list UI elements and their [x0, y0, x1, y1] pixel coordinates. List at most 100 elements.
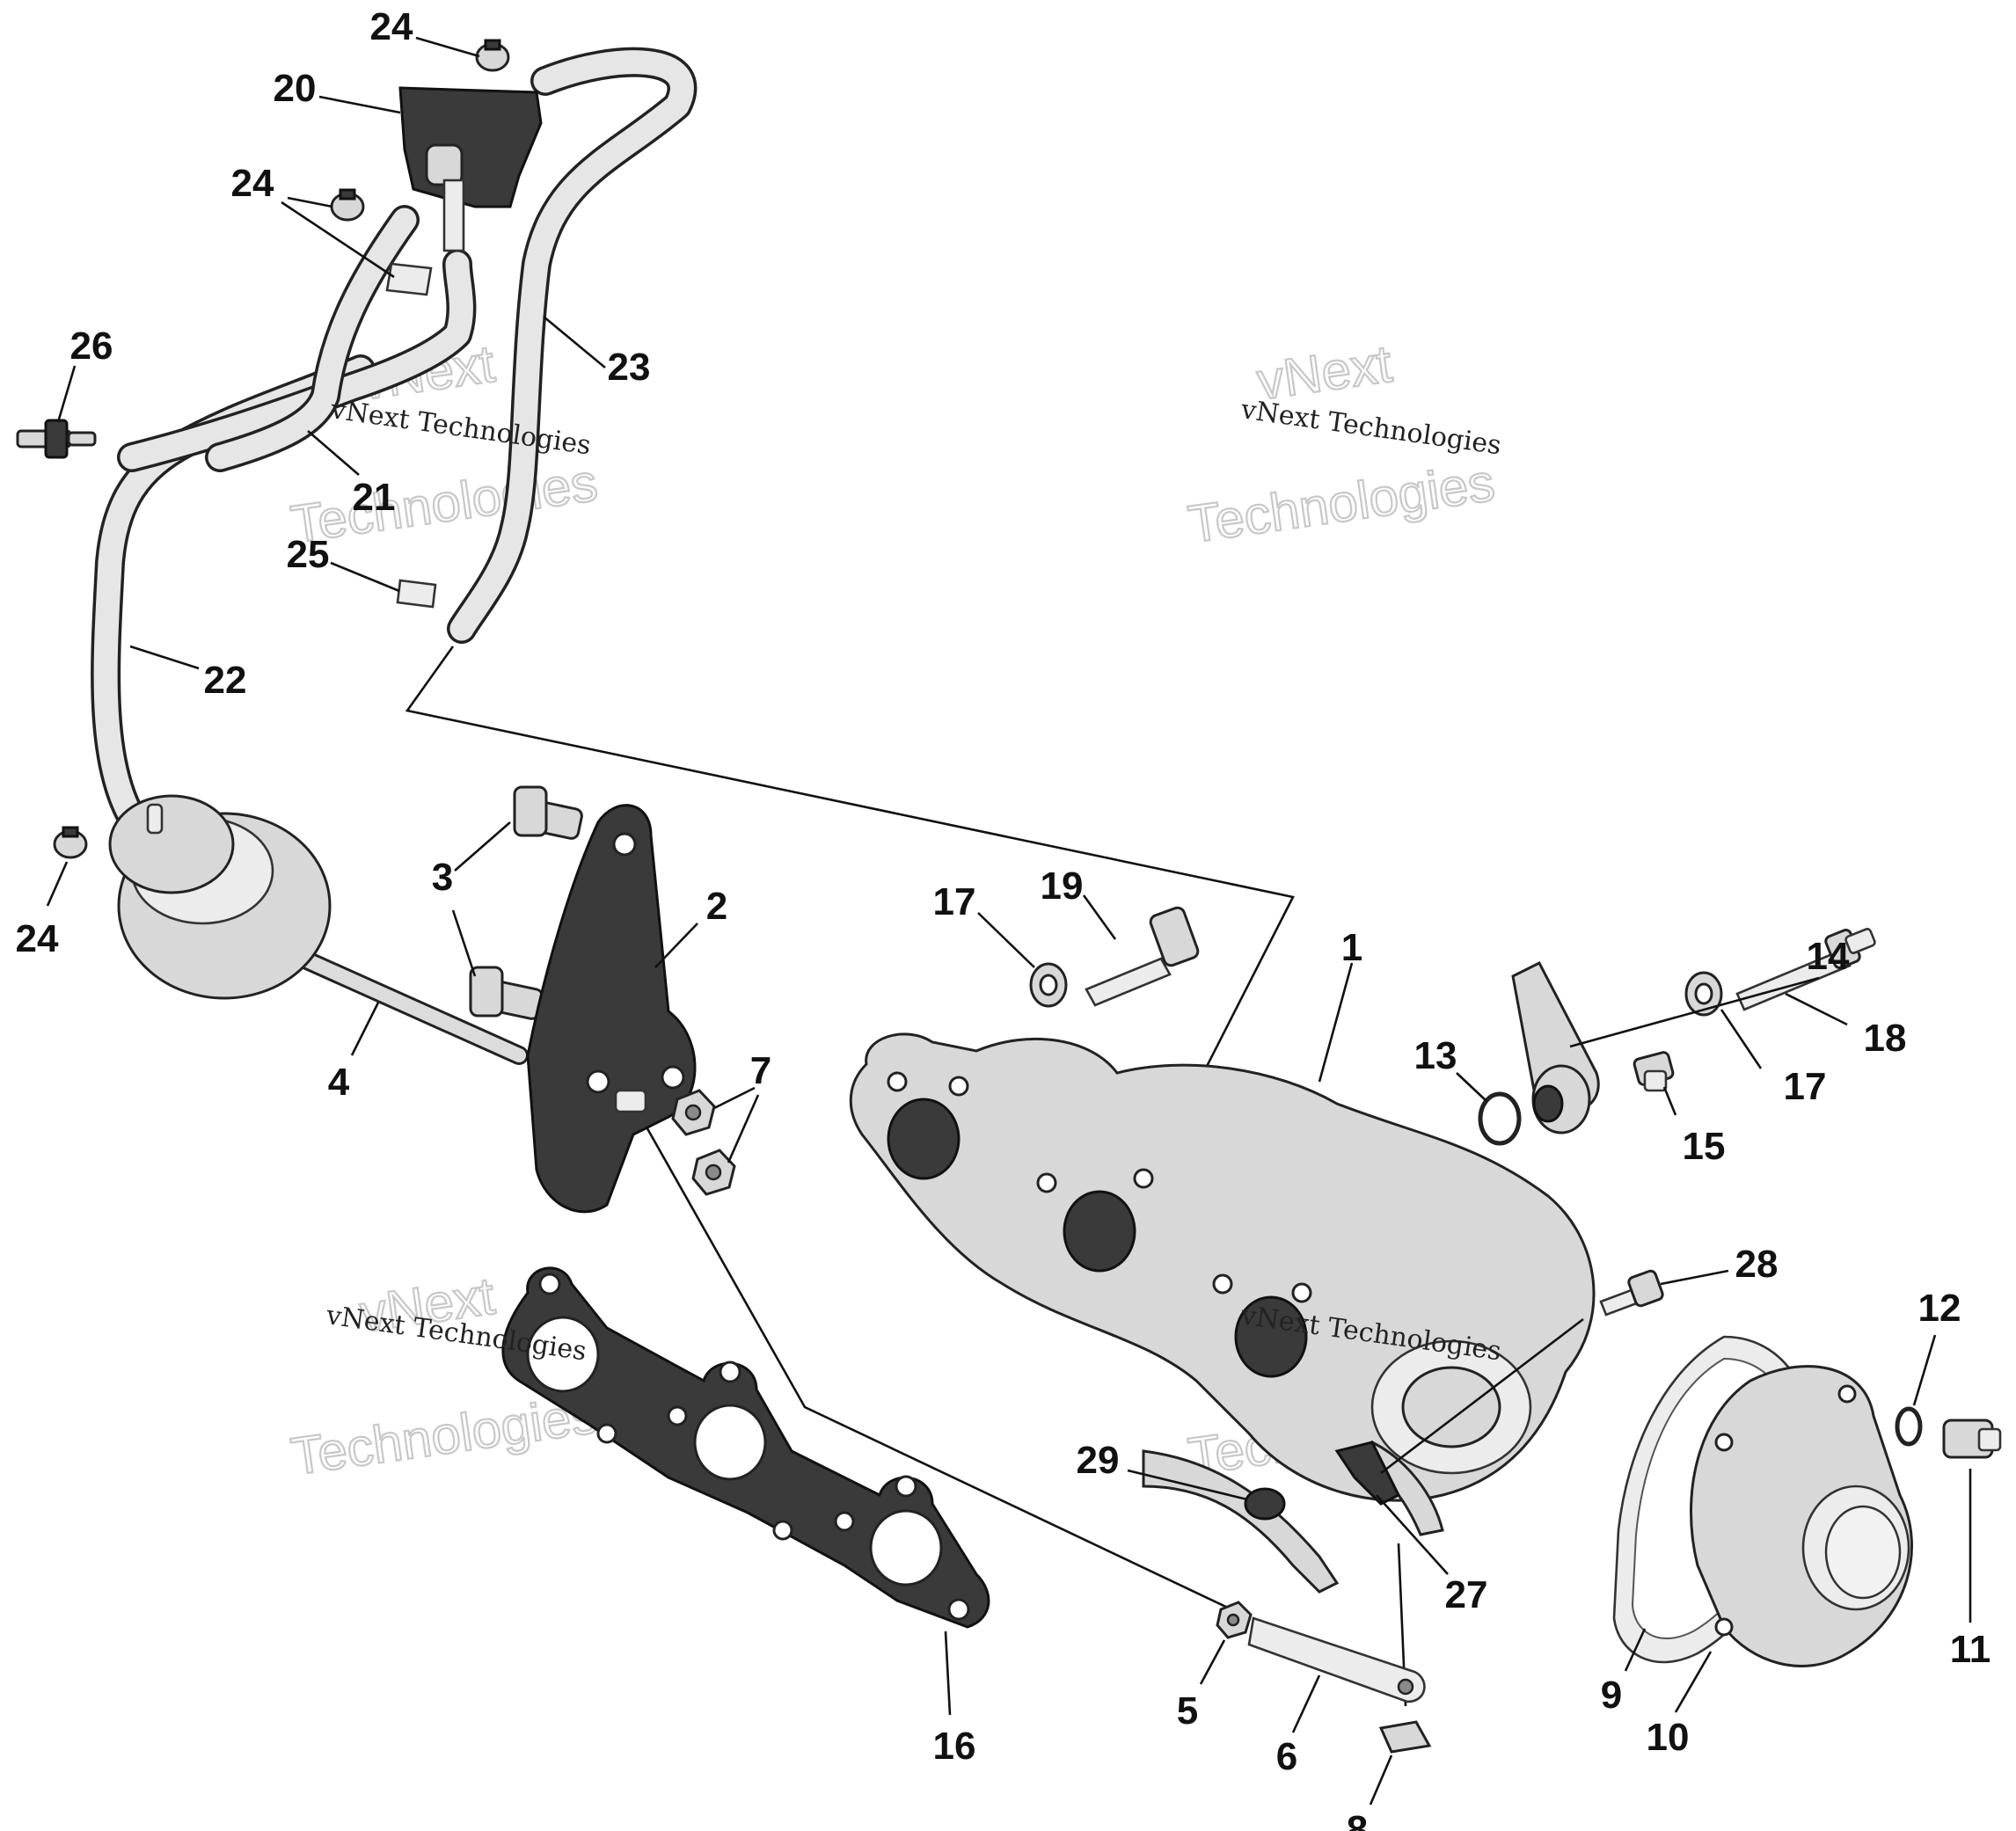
- plug-11: [1942, 1419, 2002, 1459]
- elbow-fitting-14: [1511, 960, 1600, 1134]
- callout-9: 9: [1601, 1674, 1622, 1717]
- leader-8: [1369, 1754, 1393, 1805]
- clamp-24-top: [475, 39, 510, 72]
- washer-17-right: [1684, 971, 1723, 1017]
- leader-16: [944, 1630, 952, 1716]
- leader-24-upper-a: [287, 196, 333, 208]
- watermark-text: vNext Technologies: [1238, 394, 1503, 461]
- leader-10: [1674, 1651, 1713, 1713]
- gasket-port: [693, 1404, 767, 1481]
- leader-24-lower: [46, 861, 69, 907]
- manifold-port-2: [1063, 1190, 1136, 1273]
- leader-18: [1785, 992, 1848, 1026]
- leader-24-top: [415, 36, 480, 58]
- leader-25: [330, 561, 400, 593]
- outlet-adapter-10: [1690, 1365, 1913, 1667]
- callout-25: 25: [287, 533, 330, 576]
- callout-24-upper: 24: [231, 162, 274, 205]
- leader-26: [56, 365, 77, 423]
- bracket-27: [1334, 1441, 1401, 1506]
- bracket-2: [526, 804, 697, 1214]
- callout-28: 28: [1735, 1243, 1779, 1286]
- clip-8: [1378, 1720, 1432, 1754]
- callout-11: 11: [1950, 1628, 1991, 1671]
- bolt-3-bottom: [469, 966, 544, 1020]
- callout-21: 21: [353, 476, 396, 519]
- callout-20: 20: [274, 67, 317, 110]
- leader-28: [1660, 1269, 1729, 1286]
- clamp-25: [396, 579, 437, 609]
- callout-19: 19: [1041, 864, 1084, 908]
- hose-21: [117, 249, 477, 472]
- callout-1: 1: [1341, 926, 1362, 969]
- callout-18: 18: [1864, 1017, 1907, 1060]
- manifold-port-1: [887, 1098, 961, 1180]
- nut-5: [1216, 1601, 1253, 1639]
- leader-9: [1624, 1628, 1647, 1672]
- leader-4: [350, 1002, 380, 1056]
- callout-14: 14: [1807, 935, 1850, 978]
- callout-15: 15: [1683, 1125, 1726, 1168]
- callout-8: 8: [1347, 1808, 1368, 1831]
- callout-2: 2: [706, 885, 727, 928]
- bolt-15: [1633, 1051, 1675, 1092]
- valve-nipple-cap: [425, 143, 464, 186]
- leader-22: [129, 645, 200, 670]
- wastegate-actuator-4: [108, 794, 529, 1065]
- leader-12: [1912, 1334, 1937, 1406]
- bracket-hole: [612, 832, 637, 857]
- leader-3-bottom: [451, 909, 477, 977]
- valve-outlet-nipple: [442, 179, 465, 252]
- assembly-line-hose23-to-turbo: [405, 646, 1295, 1091]
- o-ring-13: [1478, 1091, 1522, 1146]
- clamp-24-lower: [53, 826, 88, 859]
- clamp-24-upper: [330, 188, 365, 222]
- bolt-28: [1599, 1269, 1664, 1317]
- bracket-hole: [661, 1065, 685, 1090]
- plug-29: [1244, 1487, 1286, 1521]
- callout-4: 4: [328, 1061, 350, 1104]
- leader-17-left: [977, 912, 1035, 968]
- callout-16: 16: [933, 1725, 976, 1768]
- callout-26: 26: [70, 325, 113, 368]
- watermark-outline-bottom: Technologies: [1185, 453, 1498, 554]
- leader-27: [1376, 1494, 1449, 1575]
- hose-vacuum-small: [205, 205, 420, 472]
- leader-20: [318, 95, 401, 114]
- gasket-port: [526, 1316, 600, 1393]
- wastegate-rod-6: [1247, 1616, 1426, 1703]
- callout-23: 23: [608, 346, 651, 389]
- callout-24-top: 24: [370, 5, 413, 48]
- watermark-text: vNext Technologies: [328, 394, 593, 461]
- hose-23: [447, 47, 698, 644]
- leader-27-to-28: [1380, 1317, 1584, 1475]
- leader-2: [654, 923, 698, 968]
- nut-7-b: [691, 1149, 736, 1196]
- leader-6: [1291, 1674, 1321, 1733]
- callout-6: 6: [1276, 1735, 1297, 1778]
- nut-7-a: [671, 1089, 716, 1136]
- actuator-nipple: [146, 803, 164, 835]
- leader-13: [1456, 1072, 1487, 1102]
- solenoid-valve-20: [398, 86, 543, 252]
- callout-24-lower: 24: [16, 917, 59, 960]
- leader-14: [1569, 976, 1820, 1048]
- stud-18: [1735, 928, 1876, 1011]
- callout-22: 22: [204, 659, 247, 702]
- exhaust-gasket-16: [501, 1266, 990, 1629]
- leader-7-b: [727, 1094, 760, 1164]
- washer-12: [1895, 1406, 1923, 1447]
- watermark-outline-bottom: Technologies: [288, 453, 601, 554]
- leader-29: [1127, 1469, 1248, 1501]
- bracket-hole: [586, 1069, 610, 1094]
- bolt-19: [1085, 906, 1200, 1007]
- fitting-26: [16, 419, 97, 459]
- leader-5: [1199, 1639, 1226, 1685]
- leader-15: [1662, 1086, 1677, 1116]
- callout-27: 27: [1445, 1573, 1488, 1616]
- leader-24-upper-b: [281, 201, 395, 279]
- manifold-port-3: [1234, 1295, 1308, 1378]
- turbocharger-manifold-1: [849, 1032, 1596, 1594]
- callout-17-right: 17: [1784, 1065, 1827, 1108]
